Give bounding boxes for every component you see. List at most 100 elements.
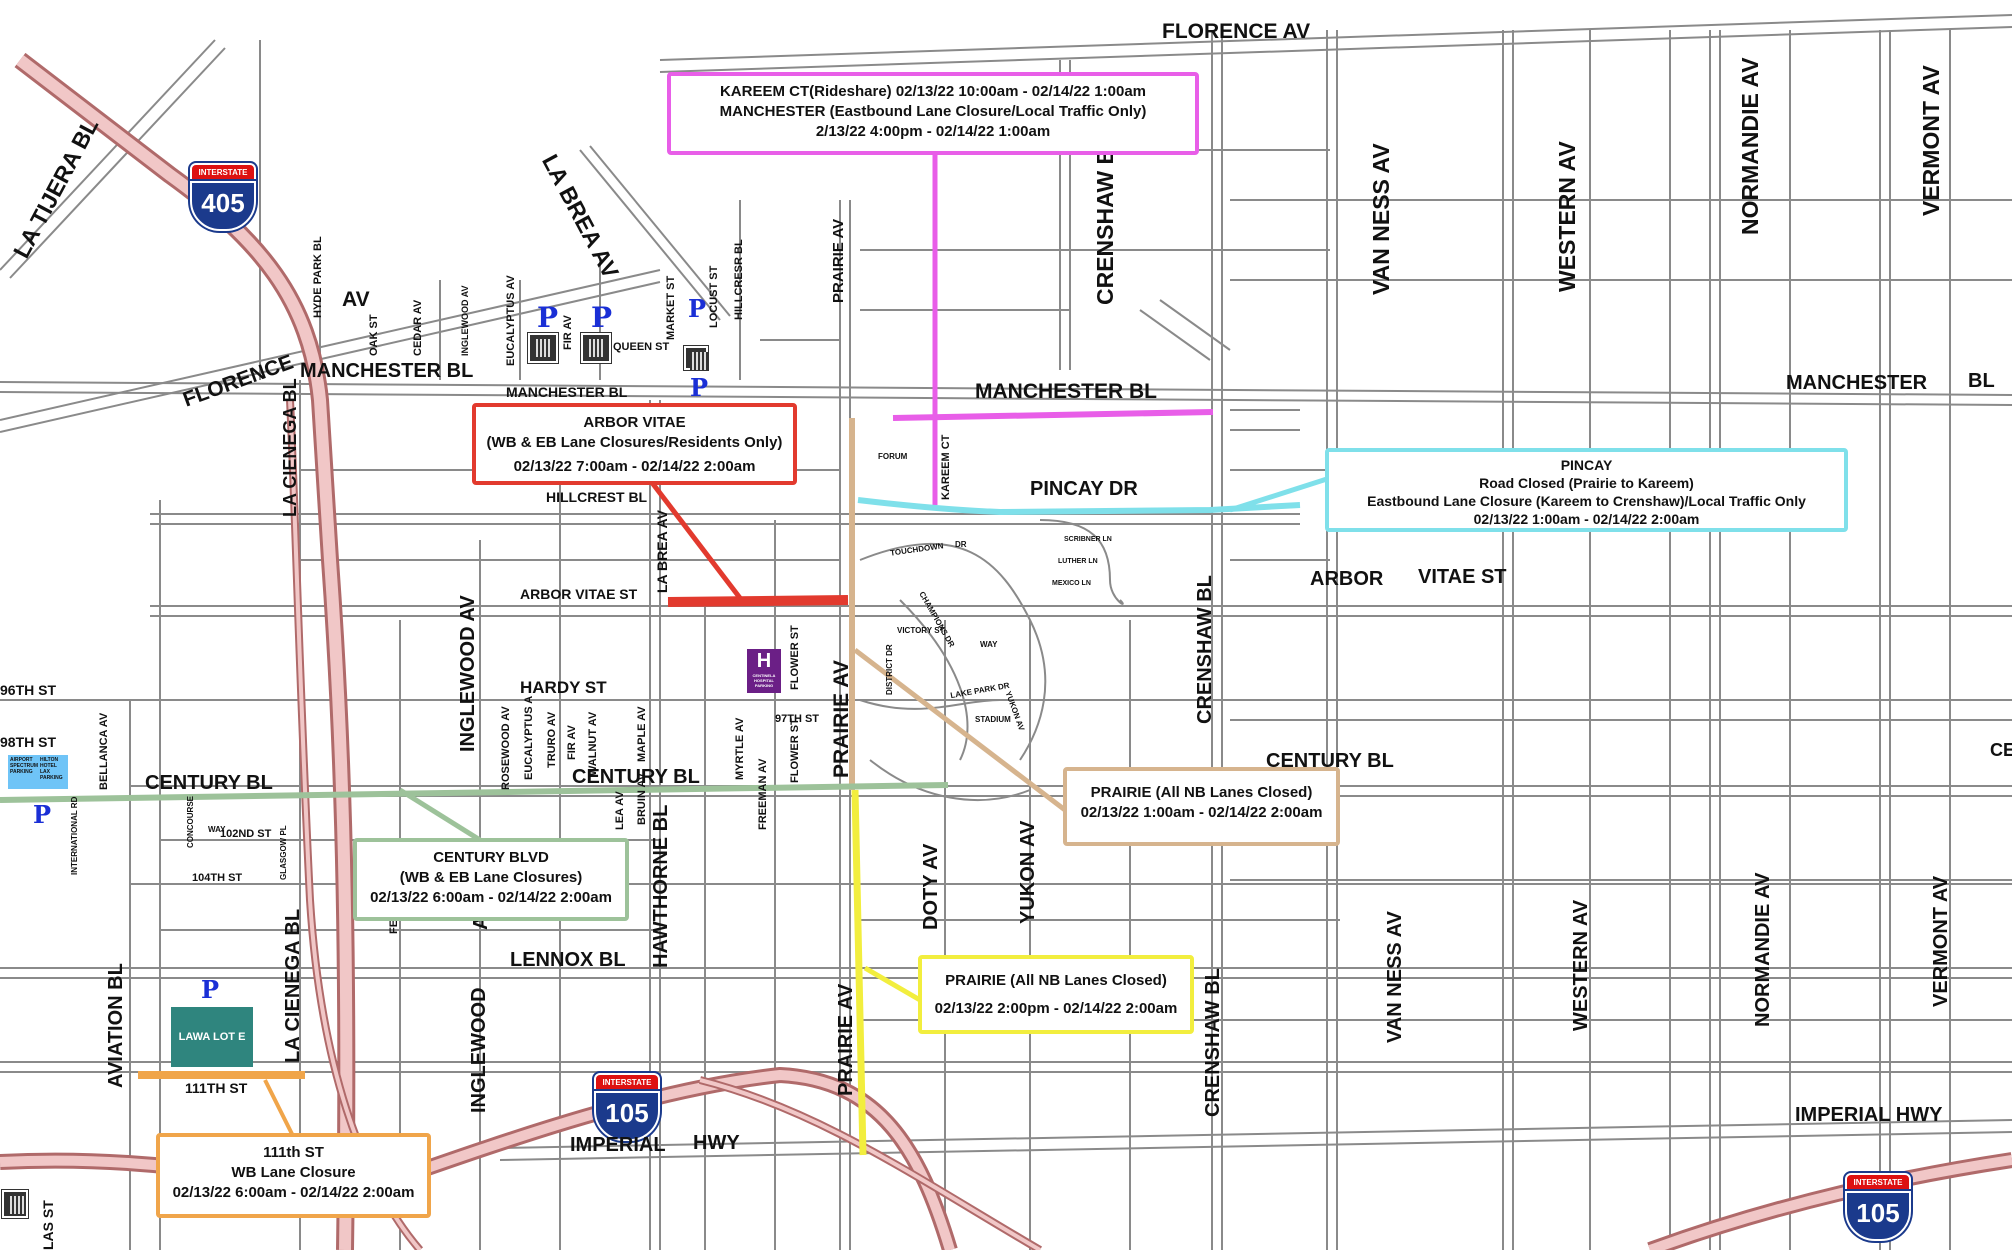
street-label-concourse: CONCOURSE bbox=[186, 795, 195, 848]
closure-kareem-manchester bbox=[892, 150, 1214, 505]
lawa-lot-e[interactable]: LAWA LOT E bbox=[171, 1007, 253, 1067]
parking-icon[interactable]: P bbox=[201, 975, 220, 1004]
street-label-eucalyptus: EUCALYPTUS AV bbox=[505, 275, 517, 366]
street-label-crenshaw-top: CRENSHAW BL bbox=[1092, 133, 1118, 305]
street-label-98th: 98TH ST bbox=[0, 734, 57, 750]
street-label-myrtle: MYRTLE AV bbox=[734, 717, 746, 780]
street-label-crenshaw-bot: CRENSHAW BL bbox=[1202, 968, 1224, 1117]
street-label-kareem: KAREEM CT bbox=[940, 434, 952, 500]
callout-pincay[interactable]: PINCAY Road Closed (Prairie to Kareem) E… bbox=[1325, 448, 1848, 532]
hospital-letter: H bbox=[756, 650, 772, 672]
hotel-parking-lots[interactable]: AIRPORT SPECTRUM PARKING HILTON HOTEL LA… bbox=[8, 755, 68, 789]
street-label-hillcrest: HILLCREST BL bbox=[546, 489, 648, 505]
street-label-market: MARKET ST bbox=[665, 275, 677, 340]
street-label-hardy: HARDY ST bbox=[520, 678, 607, 697]
shield-top-label: INTERSTATE bbox=[1845, 1173, 1911, 1193]
parking-icon[interactable]: P bbox=[591, 301, 613, 334]
closure-pincay bbox=[857, 475, 1331, 516]
interstate-105-shield-east: INTERSTATE 105 bbox=[1845, 1173, 1911, 1243]
callout-line: KAREEM CT(Rideshare) 02/13/22 10:00am - … bbox=[719, 83, 1147, 100]
street-label-manchester-small: MANCHESTER BL bbox=[506, 384, 628, 400]
street-label-inglewood-small: INGLEWOOD AV bbox=[460, 285, 470, 357]
street-label-lea: LEA AV bbox=[614, 791, 626, 830]
parking-icon[interactable]: P bbox=[537, 301, 559, 334]
callout-prairie-south[interactable]: PRAIRIE (All NB Lanes Closed) 02/13/22 2… bbox=[918, 955, 1194, 1034]
callout-111th-st[interactable]: 111th ST WB Lane Closure 02/13/22 6:00am… bbox=[156, 1133, 431, 1218]
parking-icon[interactable]: P bbox=[688, 294, 707, 323]
street-label-la-cienega-bot: LA CIENEGA BL bbox=[282, 908, 304, 1063]
street-label-district: DISTRICT DR bbox=[885, 644, 894, 695]
hospital-sub-label: CENTINELA HOSPITAL PARKING bbox=[752, 673, 776, 688]
street-label-arbor-e1: ARBOR bbox=[1310, 568, 1384, 590]
interstate-105-shield: INTERSTATE 105 bbox=[594, 1073, 660, 1143]
closure-prairie-north bbox=[849, 418, 1067, 812]
street-label-hawthorne: HAWTHORNE BL bbox=[650, 804, 672, 968]
street-label-fir: FIR AV bbox=[562, 315, 574, 350]
street-label-walnut: WALNUT AV bbox=[587, 711, 599, 776]
callout-line: 02/13/22 2:00pm - 02/14/22 2:00am bbox=[934, 1000, 1178, 1017]
street-label-western-bot: WESTERN AV bbox=[1570, 899, 1592, 1031]
street-label-luther: LUTHER LN bbox=[1058, 558, 1098, 565]
street-label-av: AV bbox=[342, 288, 370, 311]
callout-line: 111th ST bbox=[263, 1144, 324, 1161]
street-label-prairie-top: PRAIRIE AV bbox=[830, 218, 847, 303]
street-label-stadium: STADIUM bbox=[975, 715, 1011, 724]
street-label-queen: QUEEN ST bbox=[613, 341, 670, 353]
street-label-vermont-bot: VERMONT AV bbox=[1930, 875, 1952, 1007]
callout-prairie-north[interactable]: PRAIRIE (All NB Lanes Closed) 02/13/22 1… bbox=[1063, 767, 1340, 846]
shield-number: 105 bbox=[594, 1091, 660, 1141]
shield-top-label: INTERSTATE bbox=[594, 1073, 660, 1093]
parking-icon[interactable]: P bbox=[33, 800, 52, 829]
hospital-icon[interactable]: H CENTINELA HOSPITAL PARKING bbox=[747, 649, 781, 693]
callout-line: PRAIRIE (All NB Lanes Closed) bbox=[945, 972, 1167, 989]
street-label-forum: FORUM bbox=[878, 452, 908, 461]
street-label-104th: 104TH ST bbox=[192, 872, 243, 884]
callout-century-blvd[interactable]: CENTURY BLVD (WB & EB Lane Closures) 02/… bbox=[353, 838, 629, 921]
street-label-hyde-park: HYDE PARK BL bbox=[312, 236, 324, 318]
callout-line: Eastbound Lane Closure (Kareem to Crensh… bbox=[1367, 493, 1806, 509]
street-label-imperial-w: IMPERIAL bbox=[570, 1134, 666, 1156]
street-label-doty: DOTY AV bbox=[920, 843, 942, 930]
callout-line: ARBOR VITAE bbox=[583, 414, 686, 431]
street-label-bruin: BRUIN AV bbox=[636, 773, 648, 825]
lot-label: LAWA LOT E bbox=[178, 1031, 246, 1043]
street-label-normandie-top: NORMANDIE AV bbox=[1737, 57, 1763, 235]
street-label-manchester-c: MANCHESTER BL bbox=[975, 380, 1157, 403]
street-label-inglewood-big: INGLEWOOD AV bbox=[457, 595, 479, 752]
street-label-manchester-w: MANCHESTER BL bbox=[300, 360, 474, 382]
street-label-prairie-mid: PRAIRIE AV bbox=[830, 660, 853, 778]
callout-arbor-vitae[interactable]: ARBOR VITAE (WB & EB Lane Closures/Resid… bbox=[472, 403, 797, 485]
street-label-mexico: MEXICO LN bbox=[1052, 580, 1091, 587]
shield-number: 105 bbox=[1845, 1191, 1911, 1241]
interstate-405-shield: INTERSTATE 405 bbox=[190, 163, 256, 233]
street-label-freeman: FREEMAN AV bbox=[757, 758, 769, 831]
street-label-dr: DR bbox=[955, 540, 967, 549]
street-label-97th: 97TH ST bbox=[775, 713, 820, 725]
hotel-lot-1-label: AIRPORT SPECTRUM PARKING bbox=[10, 757, 39, 775]
street-label-normandie-bot: NORMANDIE AV bbox=[1752, 872, 1774, 1027]
street-label-eucalyptus2: EUCALYPTUS A bbox=[523, 695, 535, 780]
street-label-victory: VICTORY ST bbox=[897, 626, 945, 635]
street-label-century-w: CENTURY BL bbox=[145, 772, 273, 794]
garage-building-icon bbox=[2, 1190, 28, 1218]
street-label-flower2: FLOWER ST bbox=[789, 718, 801, 783]
callout-line: 02/13/22 6:00am - 02/14/22 2:00am bbox=[370, 889, 612, 906]
parking-icon[interactable]: P bbox=[690, 373, 709, 402]
callout-line: Road Closed (Prairie to Kareem) bbox=[1479, 475, 1694, 491]
callout-line: 02/13/22 7:00am - 02/14/22 2:00am bbox=[513, 458, 756, 475]
street-label-crenshaw-mid: CRENSHAW BL bbox=[1194, 575, 1216, 724]
street-label-inglewood-bot: INGLEWOOD bbox=[468, 987, 490, 1113]
street-label-96th: 96TH ST bbox=[0, 682, 57, 698]
callout-line: (WB & EB Lane Closures) bbox=[399, 869, 583, 886]
street-label-western-top: WESTERN AV bbox=[1554, 141, 1580, 292]
street-label-102nd: 102ND ST bbox=[220, 828, 272, 840]
street-label-florence-av: FLORENCE AV bbox=[1162, 20, 1311, 43]
callout-line: 2/13/22 4:00pm - 02/14/22 1:00am bbox=[815, 123, 1051, 140]
callout-kareem-manchester[interactable]: KAREEM CT(Rideshare) 02/13/22 10:00am - … bbox=[667, 72, 1199, 155]
street-label-century-e: CENTURY BL bbox=[1266, 750, 1394, 772]
street-label-manchester-e: MANCHESTER bbox=[1786, 372, 1928, 394]
street-label-vermont-top: VERMONT AV bbox=[1918, 65, 1944, 216]
street-label-glasgow: GLASGOW PL bbox=[279, 825, 288, 880]
street-label-aviation: AVIATION BL bbox=[105, 963, 127, 1088]
closure-century bbox=[0, 782, 949, 843]
